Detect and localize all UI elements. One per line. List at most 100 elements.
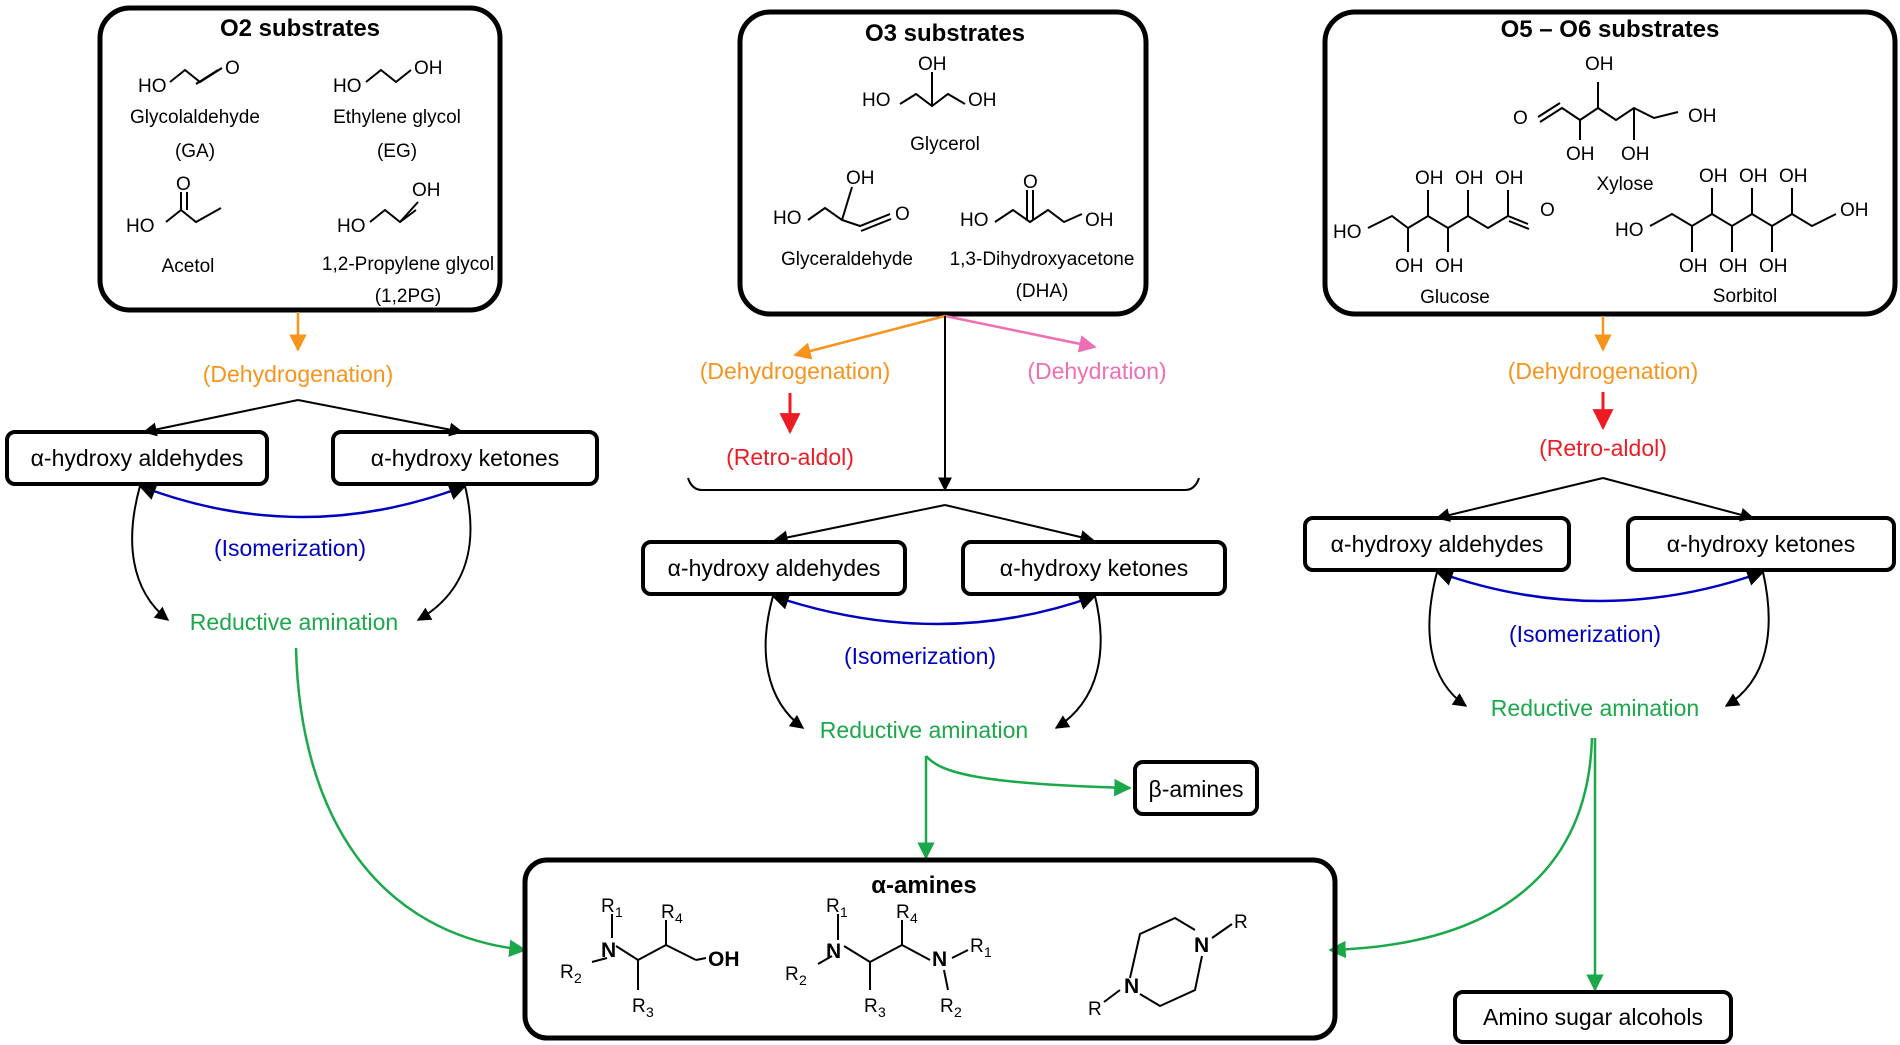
o56-ketones-label: α-hydroxy ketones — [1667, 531, 1855, 557]
amino-alcohol-oh: OH — [708, 948, 740, 971]
o3-aldehydes-label: α-hydroxy aldehydes — [668, 555, 881, 581]
glucose-oh-b1: OH — [1395, 256, 1424, 277]
o3-substrates-group: O3 substrates HO OH OH Glycerol HO OH O … — [737, 9, 1149, 317]
dha-ho: HO — [960, 210, 989, 231]
alpha-amines-title: α-amines — [871, 872, 976, 899]
o2-pathway: (Dehydrogenation) α-hydroxy aldehydes α-… — [5, 312, 599, 958]
o2-substrates-title: O2 substrates — [220, 15, 380, 42]
xylose-structure — [1537, 82, 1679, 140]
o3-retro-aldol-label: (Retro-aldol) — [726, 444, 854, 470]
o2-substrates-group: O2 substrates HO O Glycolaldehyde (GA) H… — [97, 5, 503, 313]
amino-alcohol-r1: R — [601, 896, 615, 917]
amino-sugar-alcohols-box — [1453, 990, 1733, 1044]
glucose-oh-t2: OH — [1455, 168, 1484, 189]
acetol-name: Acetol — [162, 256, 215, 277]
amino-alcohol-r3: R — [632, 996, 646, 1017]
o56-substrates-group: O5 – O6 substrates O OH OH OH OH Xylose … — [1322, 9, 1898, 317]
beta-amines-box — [1133, 760, 1259, 816]
diamine-r4-sub: 4 — [910, 910, 918, 926]
piperazine-n-bottom: N — [1124, 975, 1139, 998]
glucose-oh-b2: OH — [1435, 256, 1464, 277]
glucose-ho: HO — [1333, 222, 1362, 243]
o56-isomerization-arc — [1435, 569, 1765, 603]
o56-dehydrogenation-label: (Dehydrogenation) — [1508, 358, 1699, 384]
o3-dehydrogenation-arrow — [793, 314, 946, 360]
propylene-glycol-ho: HO — [337, 216, 366, 237]
o3-ketones-label: α-hydroxy ketones — [1000, 555, 1188, 581]
amino-alcohol-r3-sub: 3 — [646, 1004, 654, 1020]
amino-alcohol-r2-sub: 2 — [574, 970, 582, 986]
glucose-structure — [1367, 190, 1530, 252]
amino-alcohol-r4-sub: 4 — [675, 910, 683, 926]
glucose-o: O — [1540, 200, 1555, 221]
o2-isomerization-label: (Isomerization) — [214, 535, 366, 561]
amino-alcohol-r4: R — [661, 902, 675, 923]
glyceraldehyde-ho: HO — [773, 208, 802, 229]
o3-isomerization-label: (Isomerization) — [844, 643, 996, 669]
glycerol-oh-top: OH — [918, 54, 947, 75]
o2-amination-label: Reductive amination — [190, 609, 398, 635]
glycerol-oh-right: OH — [968, 90, 997, 111]
diamine-r1-right: R — [970, 936, 984, 957]
diamine-r1-left-sub: 1 — [840, 904, 848, 920]
o56-isomerization-label: (Isomerization) — [1509, 621, 1661, 647]
diamine-structure — [817, 914, 969, 991]
o56-to-alpha-amines-arrow — [1328, 737, 1594, 959]
alpha-amines-group: α-amines N R 1 R 2 R 3 R 4 OH — [522, 857, 1338, 1041]
amino-alcohol-structure — [591, 914, 707, 990]
acetol-o: O — [176, 174, 191, 195]
glycolaldehyde-structure — [169, 67, 223, 85]
amino-alcohol-r2: R — [560, 962, 574, 983]
o3-ketone-to-amination-arrow — [1054, 595, 1102, 729]
piperazine-r-bottom: R — [1088, 999, 1102, 1020]
diamine-n-left: N — [826, 940, 841, 963]
diamine-n-right: N — [932, 948, 947, 971]
o3-substrates-box — [737, 9, 1149, 317]
o3-amination-label: Reductive amination — [820, 717, 1028, 743]
xylose-oh-right: OH — [1688, 106, 1717, 127]
o56-retro-aldol-label: (Retro-aldol) — [1539, 435, 1667, 461]
sorbitol-oh-right: OH — [1840, 200, 1869, 221]
ethylene-glycol-name: Ethylene glycol — [333, 107, 461, 128]
sorbitol-oh-t2: OH — [1739, 166, 1768, 187]
glyceraldehyde-o: O — [895, 204, 910, 225]
sorbitol-name: Sorbitol — [1713, 286, 1777, 307]
glycolaldehyde-abbr: (GA) — [175, 141, 215, 162]
o2-dehydrogenation-label: (Dehydrogenation) — [203, 361, 394, 387]
ethylene-glycol-ho: HO — [333, 76, 362, 97]
ethylene-glycol-abbr: (EG) — [377, 141, 417, 162]
xylose-oh-b2: OH — [1621, 144, 1650, 165]
o3-isomerization-arc — [771, 592, 1097, 626]
o3-dehydration-label: (Dehydration) — [1027, 358, 1166, 384]
dha-o: O — [1023, 172, 1038, 193]
glucose-oh-t3: OH — [1495, 168, 1524, 189]
o56-substrates-title: O5 – O6 substrates — [1501, 16, 1720, 43]
diamine-r3-sub: 3 — [878, 1004, 886, 1020]
sorbitol-oh-t1: OH — [1699, 166, 1728, 187]
xylose-o: O — [1513, 108, 1528, 129]
glycolaldehyde-name: Glycolaldehyde — [130, 107, 260, 128]
sorbitol-oh-b2: OH — [1719, 256, 1748, 277]
o2-aldehydes-box — [5, 430, 269, 486]
o56-split-arrow-right — [1602, 477, 1755, 522]
ethylene-glycol-oh: OH — [414, 58, 443, 79]
piperazine-r-top: R — [1234, 912, 1248, 933]
dha-name: 1,3-Dihydroxyacetone — [950, 249, 1135, 270]
diamine-r2-left-sub: 2 — [799, 972, 807, 988]
glycolaldehyde-o: O — [225, 58, 240, 79]
alpha-amines-box — [522, 857, 1338, 1041]
piperazine-n-top: N — [1194, 934, 1209, 957]
amino-alcohol-r1-sub: 1 — [615, 904, 623, 920]
diamine-r4: R — [896, 902, 910, 923]
o3-aldehyde-to-amination-arrow — [764, 595, 805, 729]
o2-aldehyde-to-amination-arrow — [131, 485, 170, 621]
o56-aldehydes-label: α-hydroxy aldehydes — [1331, 531, 1544, 557]
amino-alcohol-n: N — [601, 939, 616, 962]
o2-substrates-box — [97, 5, 503, 313]
diamine-r1-left: R — [826, 896, 840, 917]
amino-sugar-alcohols-label: Amino sugar alcohols — [1483, 1004, 1703, 1030]
diamine-r2-left: R — [785, 964, 799, 985]
glucose-name: Glucose — [1420, 287, 1490, 308]
o2-aldehydes-label: α-hydroxy aldehydes — [31, 445, 244, 471]
o3-dehydrogenation-label: (Dehydrogenation) — [700, 358, 891, 384]
